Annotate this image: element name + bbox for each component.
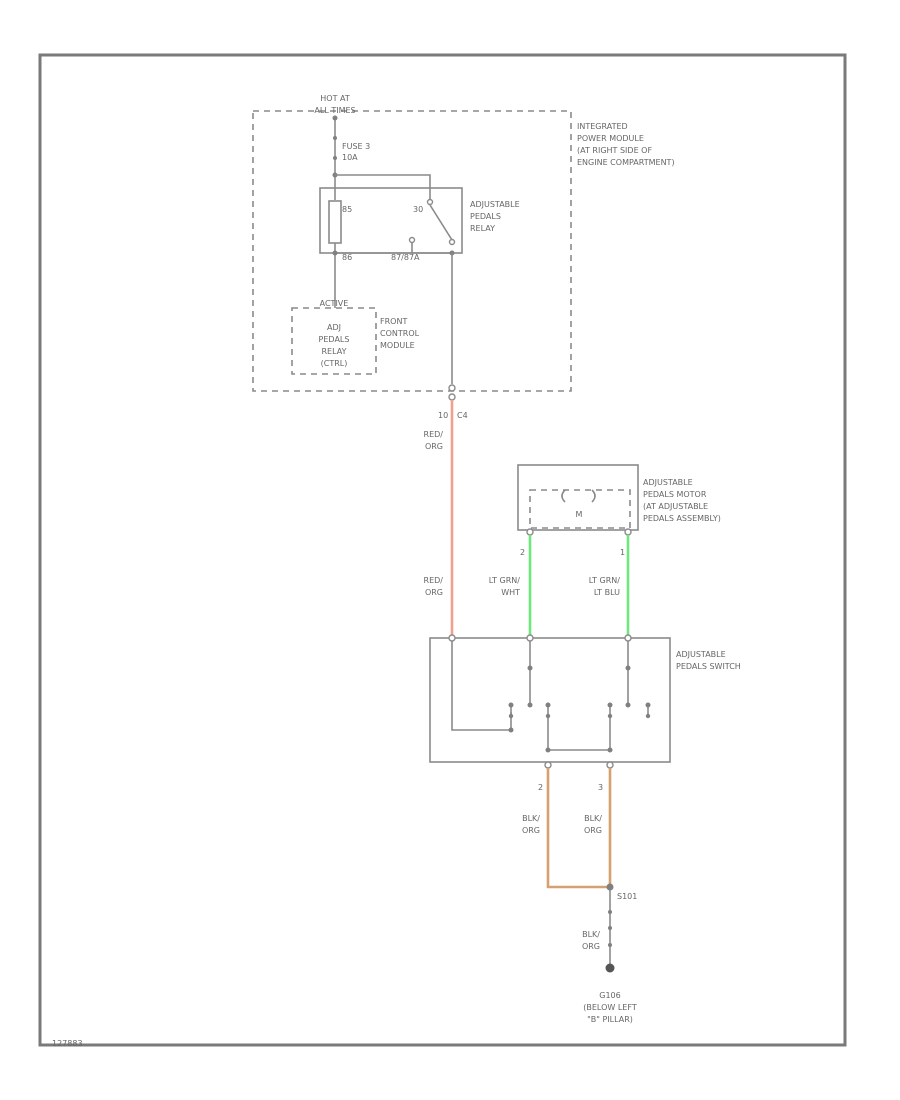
wire-lt-grn-lt-blu-label-line2: LT BLU	[594, 588, 620, 597]
relay-pin-30: 30	[413, 205, 423, 214]
control-label-line1: ACTIVE	[320, 299, 349, 308]
wire-blk-org-right-label-line1: BLK/	[584, 814, 602, 823]
connector-c4: 10 C4	[438, 384, 468, 420]
control-label-line4: RELAY	[322, 347, 347, 356]
fcm-label-line3: MODULE	[380, 341, 415, 350]
wire-lt-grn-lt-blu-label-line1: LT GRN/	[589, 576, 621, 585]
relay-switch-arm	[429, 204, 453, 241]
switch-label-line1: ADJUSTABLE	[676, 650, 726, 659]
motor-label-line1: ADJUSTABLE	[643, 478, 693, 487]
hot-at-label-line2: ALL TIMES	[314, 106, 355, 115]
ground-label-line2: (BELOW LEFT	[583, 1003, 637, 1012]
fcm-label-line1: FRONT	[380, 317, 407, 326]
control-label-line5: (CTRL)	[321, 359, 348, 368]
relay-pin-85: 85	[342, 205, 352, 214]
ipm-label-line4: ENGINE COMPARTMENT)	[577, 158, 675, 167]
motor-label-line4: PEDALS ASSEMBLY)	[643, 514, 721, 523]
ipm-label-line1: INTEGRATED	[577, 122, 628, 131]
splice-s101: S101	[606, 883, 637, 901]
fuse-3: FUSE 3 10A	[332, 115, 370, 188]
relay-label-line1: ADJUSTABLE	[470, 200, 520, 209]
ipm-label-line2: POWER MODULE	[577, 134, 644, 143]
wire-blk-org-bottom-label-line2: ORG	[582, 942, 600, 951]
front-control-module: ACTIVE ADJ PEDALS RELAY (CTRL) FRONT CON…	[291, 262, 420, 375]
motor-label-line2: PEDALS MOTOR	[643, 490, 707, 499]
hot-at-label-line1: HOT AT	[320, 94, 350, 103]
control-label-line3: PEDALS	[319, 335, 350, 344]
wire-blk-org-right-label-line2: ORG	[584, 826, 602, 835]
integrated-power-module-boundary	[252, 110, 572, 392]
ground-g106: G106 (BELOW LEFT "B" PILLAR)	[583, 963, 637, 1024]
wire-lt-grn-wht-label-line1: LT GRN/	[489, 576, 521, 585]
figure-id: 127883	[52, 1039, 83, 1048]
motor-pin-2: 2	[520, 548, 525, 557]
wire-red-org-label-mid-line2: ORG	[425, 588, 443, 597]
adjustable-pedals-motor: M 2 1 ADJUSTABLE PEDALS MOTOR (AT ADJUST…	[517, 464, 721, 557]
wire-red-org-label-top-line1: RED/	[424, 430, 444, 439]
ipm-label-line3: (AT RIGHT SIDE OF	[577, 146, 652, 155]
relay-pin-86: 86	[342, 253, 352, 262]
wire-blk-org-left-label-line2: ORG	[522, 826, 540, 835]
wire-blk-org-bottom-label-line1: BLK/	[582, 930, 600, 939]
wire-blk-org-left-label-line1: BLK/	[522, 814, 540, 823]
hot-at-all-times-label: HOT AT ALL TIMES	[314, 94, 355, 115]
wire-red-org-label-mid-line1: RED/	[424, 576, 444, 585]
adjustable-pedals-switch: ADJUSTABLE PEDALS SWITCH 2 3	[429, 634, 741, 792]
splice-label: S101	[617, 892, 637, 901]
ground-label-line3: "B" PILLAR)	[587, 1015, 633, 1024]
connector-pin: 10	[438, 411, 448, 420]
switch-pin-2: 2	[538, 783, 543, 792]
relay-label-line3: RELAY	[470, 224, 495, 233]
connector-id: C4	[457, 411, 468, 420]
switch-label-line2: PEDALS SWITCH	[676, 662, 741, 671]
fuse-label-line1: FUSE 3	[342, 142, 370, 151]
control-label-line2: ADJ	[327, 323, 341, 332]
fuse-label-line2: 10A	[342, 153, 358, 162]
motor-label-line3: (AT ADJUSTABLE	[643, 502, 708, 511]
integrated-power-module-label: INTEGRATED POWER MODULE (AT RIGHT SIDE O…	[577, 122, 675, 167]
relay-label-line2: PEDALS	[470, 212, 501, 221]
adjustable-pedals-relay: 85 30 86 87/87A ADJUSTABLE PEDALS RELAY	[319, 174, 520, 262]
switch-pin-3: 3	[598, 783, 603, 792]
fcm-label-line2: CONTROL	[380, 329, 420, 338]
relay-pin-87: 87/87A	[391, 253, 420, 262]
ground-label-line1: G106	[599, 991, 620, 1000]
diagram-frame	[38, 53, 847, 1047]
wire-red-org-label-top-line2: ORG	[425, 442, 443, 451]
relay-coil	[328, 200, 342, 244]
motor-pin-1: 1	[620, 548, 625, 557]
motor-symbol: M	[576, 510, 583, 519]
motor-housing	[529, 489, 631, 529]
wire-lt-grn-wht-label-line2: WHT	[501, 588, 520, 597]
wire-blk-org-left	[546, 768, 610, 889]
